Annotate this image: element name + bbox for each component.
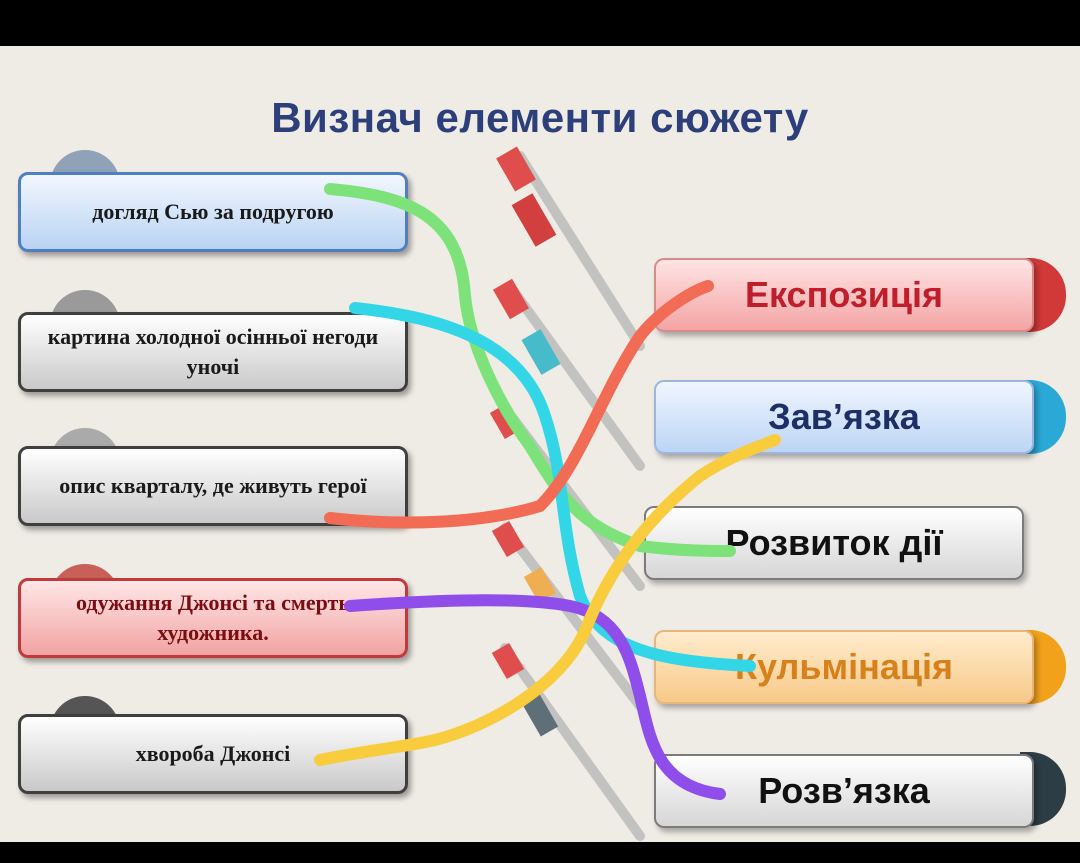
right-item-5[interactable]: Розв’язка (654, 754, 1034, 828)
left-item-label: хвороба Джонсі (135, 741, 291, 766)
left-item-3[interactable]: опис кварталу, де живуть герої (18, 446, 408, 526)
right-item-label: Кульмінація (734, 646, 954, 687)
match-line-yellow[interactable] (314, 434, 781, 766)
right-item-3[interactable]: Розвиток дії (644, 506, 1024, 580)
connector-decoration (489, 146, 645, 841)
left-item-5[interactable]: хвороба Джонсі (18, 714, 408, 794)
diagram-canvas: Визнач елементи сюжету догляд Сью за под… (0, 46, 1080, 842)
left-item-label: одужання Джонсі та смерть художника. (76, 590, 350, 645)
left-item-2[interactable]: картина холодної осінньої негоди уночі (18, 312, 408, 392)
match-line-red[interactable] (324, 280, 714, 529)
left-item-label: картина холодної осінньої негоди уночі (47, 324, 379, 379)
right-item-label: Експозиція (745, 274, 943, 315)
diagram-title: Визнач елементи сюжету (271, 94, 809, 141)
right-item-2[interactable]: Зав’язка (654, 380, 1034, 454)
match-line-green[interactable] (324, 183, 736, 557)
right-item-label: Зав’язка (768, 396, 920, 437)
match-line-cyan[interactable] (349, 302, 756, 672)
matching-lines (314, 183, 781, 800)
right-item-label: Розвиток дії (725, 522, 943, 563)
match-line-purple[interactable] (344, 594, 726, 800)
right-item-label: Розв’язка (758, 770, 930, 811)
left-item-label: опис кварталу, де живуть герої (59, 473, 367, 498)
left-item-4[interactable]: одужання Джонсі та смерть художника. (18, 578, 408, 658)
right-item-1[interactable]: Експозиція (654, 258, 1034, 332)
left-item-label: догляд Сью за подругою (92, 199, 334, 224)
